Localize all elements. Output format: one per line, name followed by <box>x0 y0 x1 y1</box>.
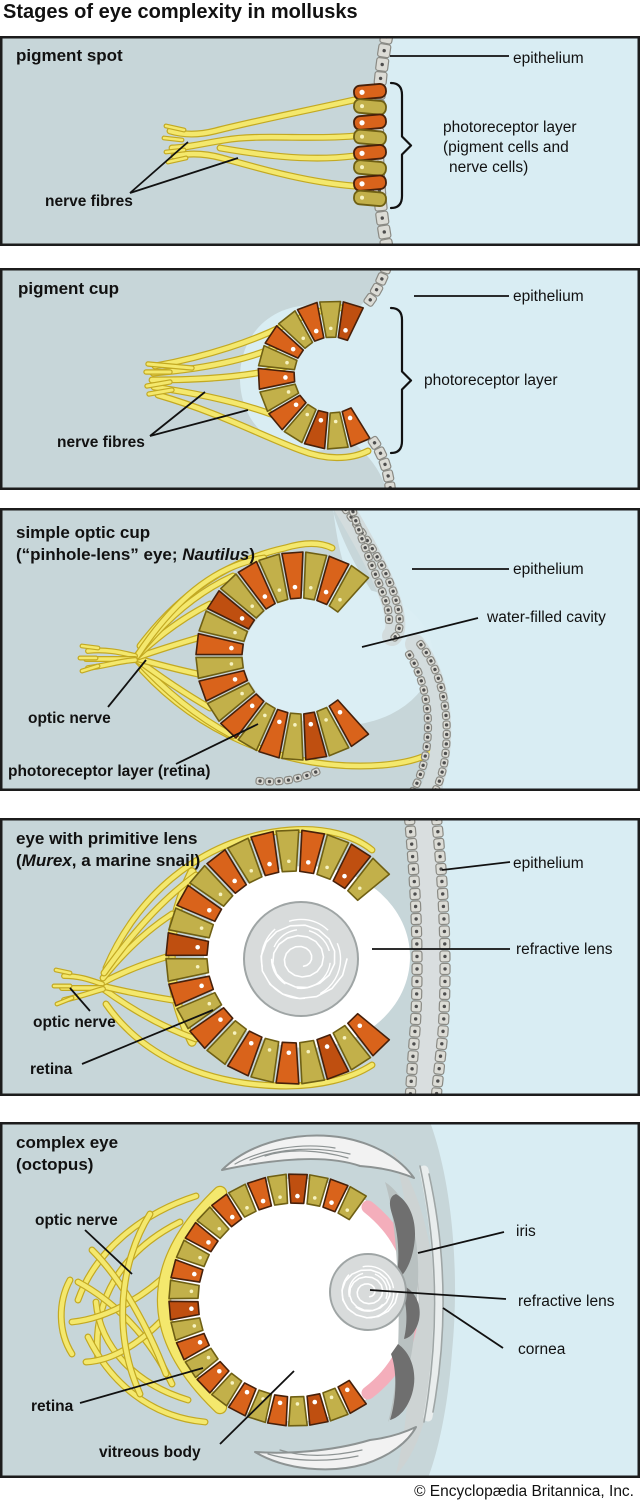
retina-label: retina <box>31 1398 74 1415</box>
photoreceptor-label: photoreceptor layer <box>424 372 558 389</box>
pigment-spot-figure: pigment spot epithelium photoreceptor la… <box>0 36 640 246</box>
vitreous-body-label: vitreous body <box>99 1444 201 1461</box>
panel-complex-eye: complex eye (octopus) optic nerve iris r… <box>0 1122 640 1478</box>
water-cavity-label: water-filled cavity <box>486 609 606 626</box>
iris-label: iris <box>516 1223 536 1240</box>
complex-eye-art <box>0 1122 640 1478</box>
panel-title-line1: complex eye <box>16 1133 118 1152</box>
optic-nerve-label: optic nerve <box>35 1212 118 1229</box>
epithelium-label: epithelium <box>513 50 584 67</box>
panel-title-line2: (octopus) <box>16 1155 93 1174</box>
nerve-fibres-label: nerve fibres <box>57 434 145 451</box>
panel-pigment-cup: pigment cup epithelium photoreceptor lay… <box>0 268 640 490</box>
epithelium-label: epithelium <box>513 561 584 578</box>
panel-title-line1: simple optic cup <box>16 523 150 542</box>
cornea-label: cornea <box>518 1341 566 1358</box>
nerve-fibres-label: nerve fibres <box>45 193 133 210</box>
complex-eye-figure: complex eye (octopus) optic nerve iris r… <box>0 1122 640 1478</box>
panel-title: pigment cup <box>18 279 119 298</box>
refractive-lens-label: refractive lens <box>516 941 613 958</box>
photoreceptor-label-line2: (pigment cells and <box>443 139 569 156</box>
copyright-credit: © Encyclopædia Britannica, Inc. <box>414 1483 634 1500</box>
panel-title-line2: (Murex, a marine snail) <box>16 851 200 870</box>
panel-title: pigment spot <box>16 46 123 65</box>
pigment-spot-art <box>0 36 640 246</box>
optic-nerve-label: optic nerve <box>28 710 111 727</box>
pigment-cup-figure: pigment cup epithelium photoreceptor lay… <box>0 268 640 490</box>
primitive-lens-eye-art <box>0 818 640 1096</box>
simple-optic-cup-art <box>0 508 640 791</box>
panel-pigment-spot: pigment spot epithelium photoreceptor la… <box>0 36 640 246</box>
panel-title-line2: (“pinhole-lens” eye; Nautilus) <box>16 545 255 564</box>
epithelium-label: epithelium <box>513 855 584 872</box>
simple-optic-cup-figure: simple optic cup (“pinhole-lens” eye; Na… <box>0 508 640 791</box>
page-title: Stages of eye complexity in mollusks <box>3 1 358 23</box>
optic-nerve-label: optic nerve <box>33 1014 116 1031</box>
panel-primitive-lens-eye: eye with primitive lens (Murex, a marine… <box>0 818 640 1096</box>
retina-label: photoreceptor layer (retina) <box>8 763 210 780</box>
pigment-cup-art <box>0 268 640 490</box>
photoreceptor-label-line3: nerve cells) <box>449 159 528 176</box>
refractive-lens-label: refractive lens <box>518 1293 615 1310</box>
primitive-lens-eye-figure: eye with primitive lens (Murex, a marine… <box>0 818 640 1096</box>
panel-simple-optic-cup: simple optic cup (“pinhole-lens” eye; Na… <box>0 508 640 791</box>
photoreceptor-label-line1: photoreceptor layer <box>443 119 577 136</box>
panel-title-line1: eye with primitive lens <box>16 829 197 848</box>
retina-label: retina <box>30 1061 73 1078</box>
epithelium-label: epithelium <box>513 288 584 305</box>
